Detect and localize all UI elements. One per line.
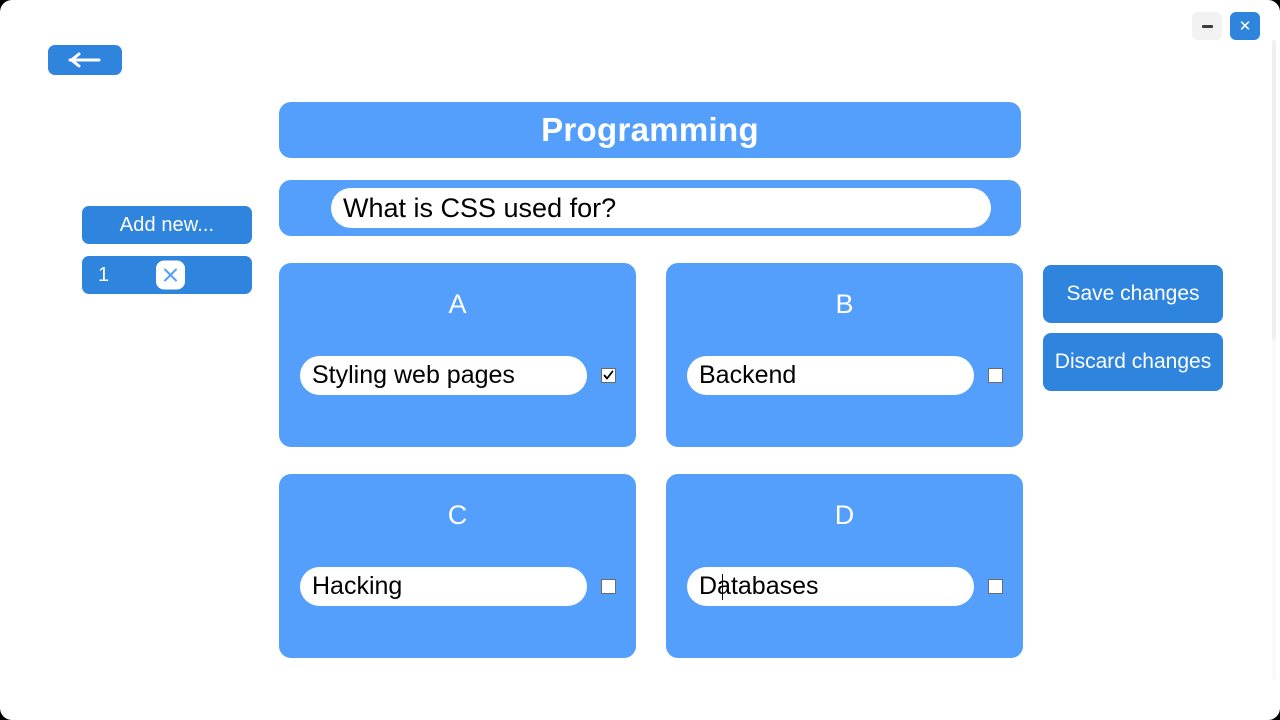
- answer-input-d[interactable]: [687, 567, 974, 606]
- answer-letter-d: D: [834, 500, 855, 530]
- question-list-panel: Add new... 1: [82, 206, 252, 294]
- question-row: [279, 180, 1021, 236]
- answer-letter-b: B: [835, 289, 854, 319]
- answer-input-c[interactable]: [300, 567, 587, 606]
- answer-field-row-c: [300, 567, 616, 606]
- window-controls: ✕: [1192, 12, 1260, 40]
- add-new-question-button[interactable]: Add new...: [82, 206, 252, 244]
- arrow-left-icon: [68, 52, 101, 68]
- discard-changes-label: Discard changes: [1054, 350, 1212, 373]
- answer-row-bottom: C D: [279, 474, 1023, 658]
- correct-checkbox-c[interactable]: [601, 579, 616, 594]
- correct-checkbox-a[interactable]: [601, 368, 616, 383]
- check-icon: [603, 370, 614, 380]
- answer-letter-a: A: [448, 289, 467, 319]
- answer-letter-c: C: [447, 500, 468, 530]
- close-button[interactable]: ✕: [1230, 12, 1260, 40]
- add-new-label: Add new...: [119, 213, 215, 236]
- answer-card-a: A: [279, 263, 636, 447]
- correct-checkbox-b[interactable]: [988, 368, 1003, 383]
- save-changes-label: Save changes: [1066, 282, 1200, 305]
- close-icon: ✕: [1238, 17, 1252, 35]
- quiz-title-text: Programming: [541, 111, 759, 148]
- answers-grid: A B: [279, 263, 1023, 685]
- answer-field-row-d: [687, 567, 1003, 606]
- minimize-icon: [1201, 24, 1213, 28]
- minimize-button[interactable]: [1192, 12, 1222, 40]
- action-buttons: Save changes Discard changes: [1043, 265, 1223, 391]
- save-changes-button[interactable]: Save changes: [1043, 265, 1223, 323]
- question-input[interactable]: [331, 188, 991, 228]
- quiz-title-bar: Programming: [279, 102, 1021, 158]
- answer-input-a[interactable]: [300, 356, 587, 395]
- text-caret: [722, 574, 723, 600]
- answer-card-d: D: [666, 474, 1023, 658]
- vertical-scrollbar[interactable]: [1272, 40, 1276, 680]
- discard-changes-button[interactable]: Discard changes: [1043, 333, 1223, 391]
- question-index-label: 1: [98, 263, 110, 286]
- answer-input-b[interactable]: [687, 356, 974, 395]
- answer-field-row-b: [687, 356, 1003, 395]
- correct-checkbox-d[interactable]: [988, 579, 1003, 594]
- answer-card-b: B: [666, 263, 1023, 447]
- question-list-item-1[interactable]: 1: [82, 256, 252, 294]
- answer-field-row-a: [300, 356, 616, 395]
- close-x-icon: [164, 268, 177, 282]
- answer-row-top: A B: [279, 263, 1023, 447]
- scrollbar-thumb[interactable]: [1272, 40, 1276, 340]
- delete-question-button[interactable]: [156, 260, 185, 290]
- back-button[interactable]: [48, 45, 122, 75]
- answer-input-d-wrap: [687, 567, 974, 606]
- answer-card-c: C: [279, 474, 636, 658]
